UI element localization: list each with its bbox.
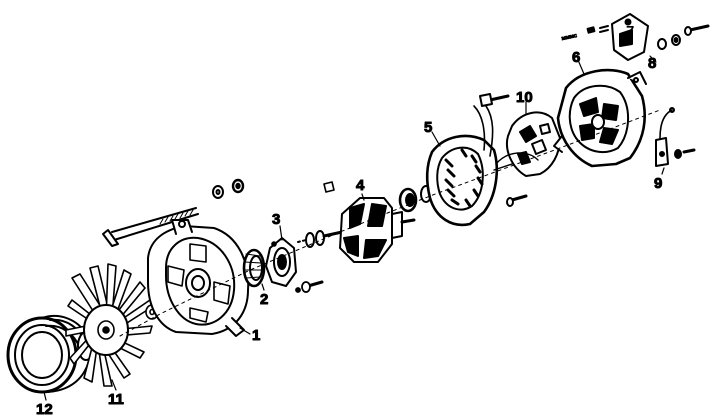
through-bolt bbox=[102, 207, 199, 247]
bearing-retainer-plate bbox=[265, 237, 297, 287]
callout-7: 7 bbox=[626, 23, 634, 40]
callout-11: 11 bbox=[108, 391, 124, 408]
callout-9: 9 bbox=[654, 175, 662, 192]
bolt-washer bbox=[212, 185, 224, 199]
retainer-screw bbox=[295, 280, 324, 293]
assembly-axis-line bbox=[119, 109, 661, 337]
callout-1: 1 bbox=[252, 327, 260, 344]
rotor bbox=[322, 197, 416, 263]
small-print-label: ᴍᴍᴍᴄ bbox=[561, 32, 578, 42]
callout-12: 12 bbox=[36, 401, 53, 418]
callout-2: 2 bbox=[260, 291, 268, 308]
fan bbox=[65, 263, 153, 387]
callout-4: 4 bbox=[356, 177, 365, 194]
slip-ring-end-housing bbox=[553, 68, 647, 168]
stator bbox=[425, 105, 513, 227]
capacitor-terminal bbox=[655, 107, 696, 167]
leader-lines bbox=[43, 55, 665, 401]
callout-10: 10 bbox=[516, 89, 533, 106]
regulator-screw bbox=[684, 24, 710, 36]
regulator-washer bbox=[657, 34, 681, 50]
drive-end-housing bbox=[147, 219, 250, 337]
callout-8: 8 bbox=[648, 55, 656, 72]
bolt-nut bbox=[231, 178, 245, 194]
rear-bearing bbox=[398, 185, 432, 213]
callout-3: 3 bbox=[272, 211, 280, 228]
callout-6: 6 bbox=[572, 49, 580, 66]
brush-holder-regulator bbox=[586, 13, 649, 61]
rectifier-diode-plate bbox=[495, 111, 561, 177]
stator-screw bbox=[479, 93, 528, 207]
callout-5: 5 bbox=[424, 119, 432, 136]
rotor-key bbox=[323, 181, 335, 193]
